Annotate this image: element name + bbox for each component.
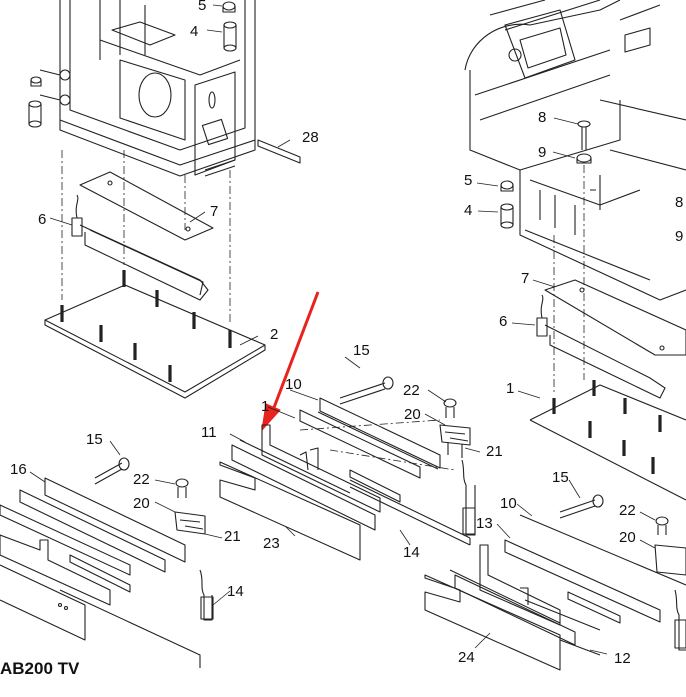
frame-assembly-left (39, 0, 256, 177)
callout-15: 15 (353, 342, 370, 359)
callout-20: 20 (619, 529, 636, 546)
callout-5: 5 (464, 172, 473, 189)
nut-9a (576, 153, 592, 164)
screw-15c (559, 494, 604, 519)
callout-4: 4 (190, 23, 199, 40)
screw-22c (655, 516, 669, 535)
callout-8: 8 (538, 109, 547, 126)
callout-20: 20 (133, 495, 150, 512)
callout-7: 7 (521, 270, 530, 287)
clip-20-21b (174, 511, 206, 535)
screw-15a (339, 376, 394, 405)
bracket-assembly-center (231, 397, 471, 546)
callout-13: 13 (476, 515, 493, 532)
callout-7: 7 (210, 203, 219, 220)
centerlines-right (553, 165, 585, 395)
callout-15: 15 (86, 431, 103, 448)
callout-9: 9 (675, 228, 684, 245)
gasket-7b (544, 279, 686, 356)
studs-right (552, 380, 662, 474)
bar-28 (257, 139, 301, 164)
gasket-7a (79, 171, 214, 241)
callout-20: 20 (404, 406, 421, 423)
callout-4: 4 (464, 202, 473, 219)
callout-10: 10 (285, 376, 302, 393)
callout-6: 6 (499, 313, 508, 330)
model-caption: AB200 TV (0, 659, 80, 678)
callout-9: 9 (538, 144, 547, 161)
callout-1: 1 (261, 398, 270, 415)
nut-spacer-left-edge (28, 76, 42, 128)
screw-15b (94, 457, 130, 485)
probe-lower-right (674, 589, 686, 651)
callout-6: 6 (38, 211, 47, 228)
studs-left (60, 270, 232, 382)
callout-28: 28 (302, 129, 319, 146)
screw-22b (175, 478, 189, 498)
spacer-4a (223, 21, 237, 52)
callout-11: 11 (201, 424, 217, 441)
screw-8a (577, 120, 591, 150)
callout-24: 24 (458, 649, 475, 666)
centerlines-left (61, 150, 231, 325)
clip-20-21a (439, 424, 471, 458)
callout-1: 1 (506, 380, 515, 397)
callout-2: 2 (270, 326, 279, 343)
leader-lines (29, 4, 656, 655)
callout-10: 10 (500, 495, 517, 512)
nut-5a (222, 1, 236, 13)
callout-22: 22 (403, 382, 420, 399)
probe-14a (461, 459, 476, 536)
probe-14b (199, 569, 214, 621)
callout-14: 14 (227, 583, 244, 600)
baseplate-2 (44, 284, 266, 399)
callout-12: 12 (614, 650, 631, 667)
nut-5b (500, 180, 514, 192)
bracket-assembly-lower-right (449, 514, 686, 656)
callout-5: 5 (198, 0, 207, 14)
callout-22: 22 (133, 471, 150, 488)
callout-21: 21 (486, 443, 503, 460)
callout-8: 8 (675, 194, 684, 211)
screw-22a (443, 398, 457, 418)
bracket-assembly-lower-left (0, 477, 201, 668)
heater-element-6a (71, 194, 209, 301)
plate-24 (424, 574, 561, 671)
callout-21: 21 (224, 528, 241, 545)
callout-14: 14 (403, 544, 420, 561)
frame-assembly-right (464, 0, 686, 301)
spacer-4b (500, 203, 514, 229)
callout-15: 15 (552, 469, 569, 486)
callout-22: 22 (619, 502, 636, 519)
red-pointer-arrow (261, 291, 320, 431)
plate-23 (219, 461, 361, 561)
heater-element-6b (536, 294, 666, 399)
callout-16: 16 (10, 461, 27, 478)
clip-20c (654, 544, 686, 576)
centerlines-center (299, 419, 456, 471)
callout-23: 23 (263, 535, 280, 552)
